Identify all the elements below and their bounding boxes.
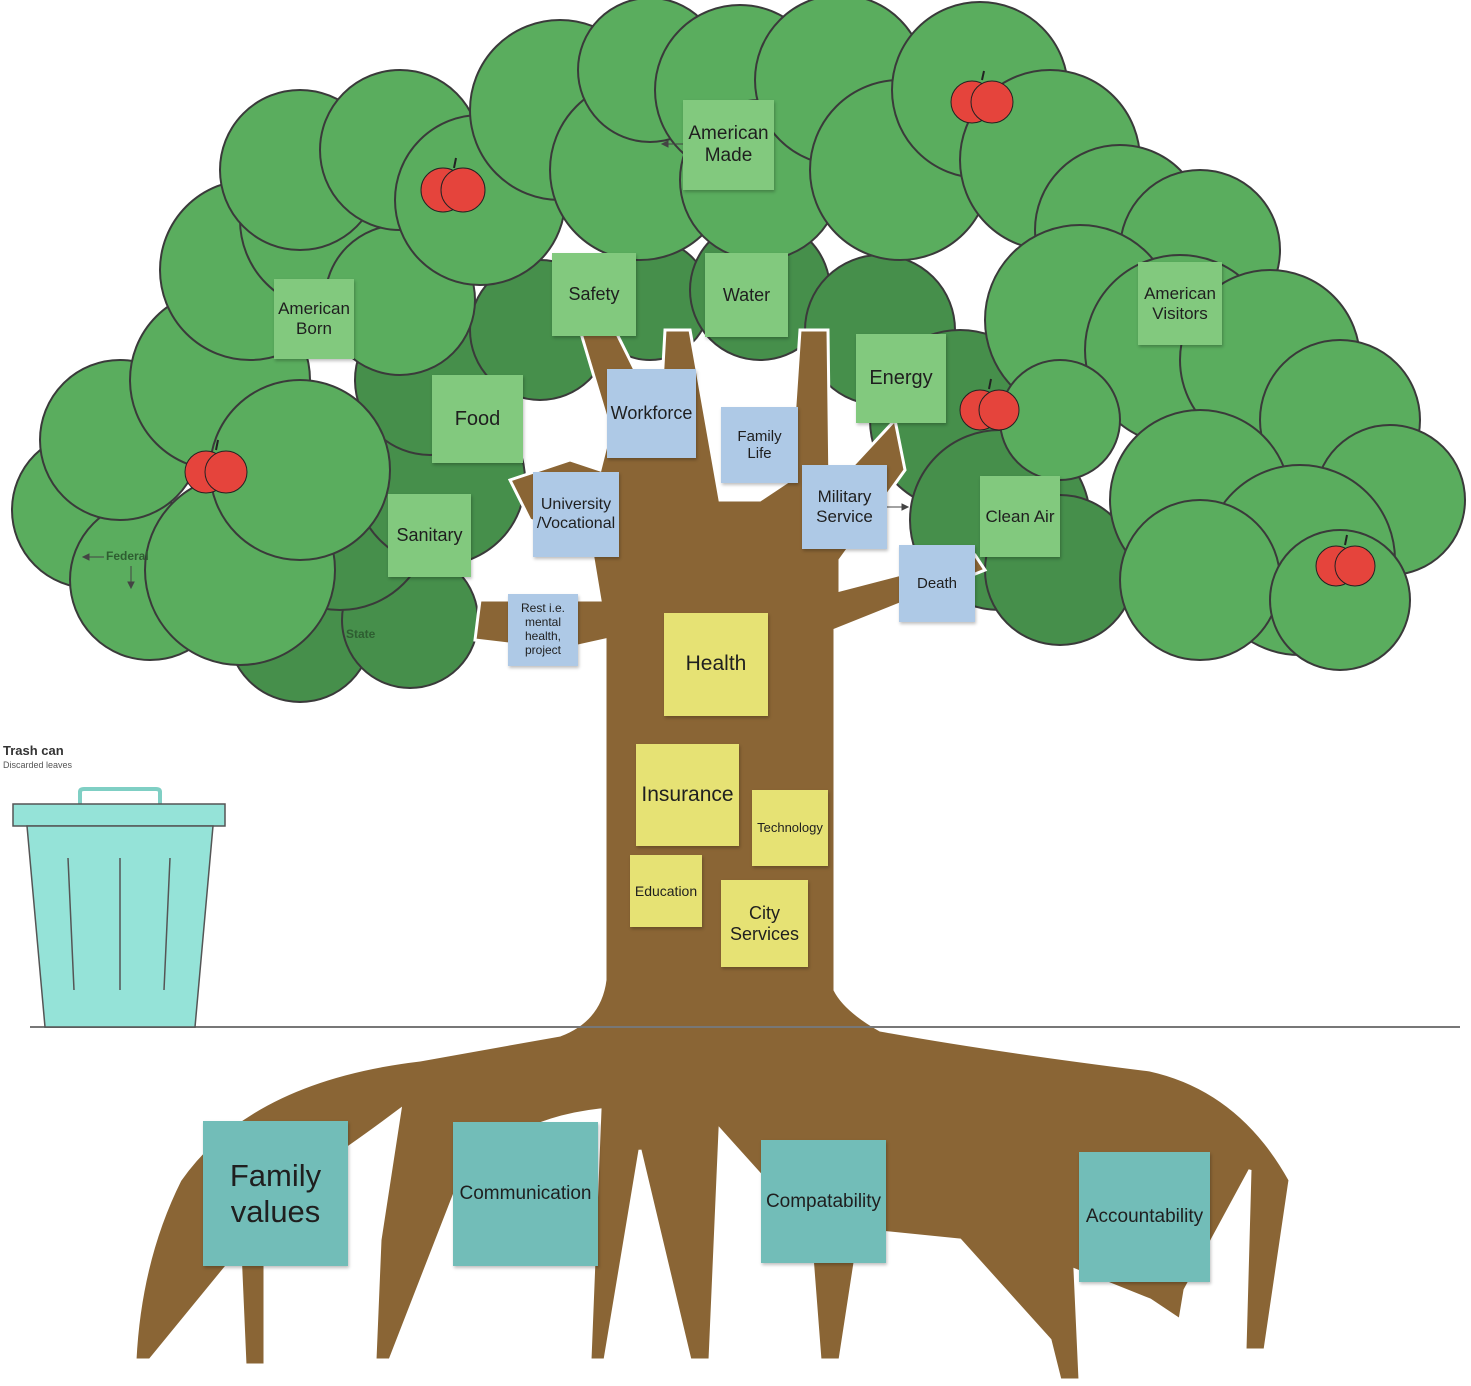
branch-workforce[interactable]: Workforce <box>607 369 696 458</box>
leaf-sanitary[interactable]: Sanitary <box>388 494 471 577</box>
trash-can-icon <box>12 787 226 1028</box>
branch-military-service[interactable]: Military Service <box>802 465 887 549</box>
trunk-and-roots <box>133 328 1292 1382</box>
leaf-water[interactable]: Water <box>705 253 788 337</box>
root-compatability[interactable]: Compatability <box>761 1140 886 1263</box>
branch-death[interactable]: Death <box>899 545 975 622</box>
branch-university[interactable]: University /Vocational <box>533 472 619 557</box>
trunk-health[interactable]: Health <box>664 613 768 716</box>
leaf-american-made[interactable]: American Made <box>683 100 774 190</box>
leaf-clean-air[interactable]: Clean Air <box>980 476 1060 557</box>
apple-icon <box>950 70 1014 124</box>
apples <box>184 70 1376 587</box>
federal-label: Federal <box>106 549 149 563</box>
apple-icon <box>420 157 486 213</box>
leaf-american-visitors[interactable]: American Visitors <box>1138 262 1222 345</box>
apple-icon <box>184 439 248 494</box>
trash-subtitle: Discarded leaves <box>3 760 73 770</box>
leaf-energy[interactable]: Energy <box>856 334 946 423</box>
leaf-safety[interactable]: Safety <box>552 253 636 336</box>
trunk-technology[interactable]: Technology <box>752 790 828 866</box>
leaf-american-born[interactable]: American Born <box>274 279 354 359</box>
apple-icon <box>1315 534 1376 587</box>
branch-family-life[interactable]: Family Life <box>721 407 798 483</box>
apple-icon <box>959 378 1020 431</box>
canopy-front <box>11 0 1466 671</box>
trunk-insurance[interactable]: Insurance <box>636 744 739 846</box>
arrows <box>81 140 910 590</box>
trash-title: Trash can <box>3 743 64 758</box>
trunk-education[interactable]: Education <box>630 855 702 927</box>
state-label: State <box>346 627 376 641</box>
trunk-city-services[interactable]: City Services <box>721 880 808 967</box>
branch-rest[interactable]: Rest i.e. mental health, project <box>508 594 578 666</box>
root-accountability[interactable]: Accountability <box>1079 1152 1210 1282</box>
leaf-food[interactable]: Food <box>432 375 523 463</box>
root-communication[interactable]: Communication <box>453 1122 598 1266</box>
root-family-values[interactable]: Family values <box>203 1121 348 1266</box>
